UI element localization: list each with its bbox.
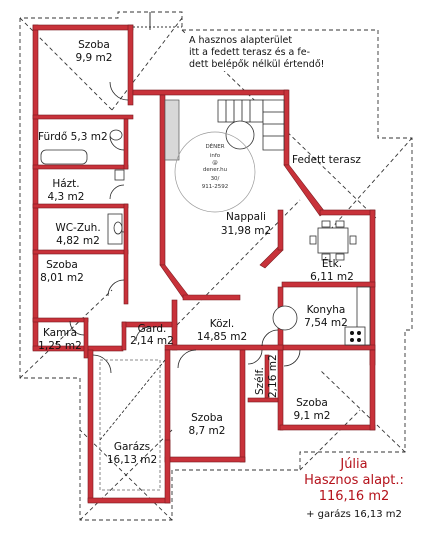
title-area: 116,16 m2 bbox=[319, 489, 390, 504]
room-garazs-name: Garázs bbox=[114, 441, 150, 453]
room-furdo-label: Fürdő 5,3 m2 bbox=[38, 131, 108, 143]
roof-outline bbox=[19, 11, 413, 521]
dining-table bbox=[309, 220, 357, 261]
bathroom-fixtures bbox=[40, 129, 125, 245]
svg-text:dett belépők nélkül értendő!: dett belépők nélkül értendő! bbox=[189, 59, 324, 70]
room-szoba3-area: 8,7 m2 bbox=[189, 425, 226, 437]
room-szoba2-area: 8,01 m2 bbox=[40, 272, 84, 284]
room-szoba4-area: 9,1 m2 bbox=[294, 410, 331, 422]
room-gard-name: Gard. bbox=[138, 323, 167, 335]
room-gard-area: 2,14 m2 bbox=[130, 335, 174, 347]
title-block: Júlia Hasznos alapt.: 116,16 m2 + garázs… bbox=[304, 457, 404, 520]
svg-text:info: info bbox=[210, 153, 221, 159]
svg-text:30/: 30/ bbox=[211, 176, 220, 182]
title-label: Hasznos alapt.: bbox=[304, 473, 404, 488]
title-garage-area: + garázs 16,13 m2 bbox=[306, 508, 402, 520]
room-szoba1-area: 9,9 m2 bbox=[76, 52, 113, 64]
room-szoba3-name: Szoba bbox=[191, 412, 223, 424]
kitchen-fixtures bbox=[272, 286, 371, 346]
room-kamra-name: Kamra bbox=[43, 327, 77, 339]
room-labels: Szoba 9,9 m2 Fürdő 5,3 m2 Házt. 4,3 m2 W… bbox=[38, 39, 361, 466]
svg-text:itt a fedett terasz és a fe-: itt a fedett terasz és a fe- bbox=[189, 47, 310, 58]
room-etk-name: Étk. bbox=[322, 257, 342, 270]
room-szoba1-name: Szoba bbox=[78, 39, 110, 51]
svg-text:911-2592: 911-2592 bbox=[202, 184, 228, 190]
room-kozl-name: Közl. bbox=[210, 318, 235, 330]
svg-text:@: @ bbox=[212, 160, 218, 166]
fireplace bbox=[225, 120, 255, 150]
svg-text:A hasznos alapterület: A hasznos alapterület bbox=[189, 35, 292, 46]
room-szoba2-name: Szoba bbox=[46, 259, 78, 271]
room-nappali-name: Nappali bbox=[226, 211, 266, 223]
bathtub-icon bbox=[40, 149, 88, 165]
room-wc-area: 4,82 m2 bbox=[56, 235, 100, 247]
room-garazs-area: 16,13 m2 bbox=[107, 454, 157, 466]
room-nappali-area: 31,98 m2 bbox=[221, 225, 271, 237]
svg-text:DÉNER: DÉNER bbox=[205, 142, 224, 150]
room-konyha-name: Konyha bbox=[307, 304, 346, 316]
staircase bbox=[217, 99, 285, 151]
room-hazt-area: 4,3 m2 bbox=[48, 191, 85, 203]
room-hazt-name: Házt. bbox=[52, 178, 79, 190]
car-outline bbox=[99, 359, 161, 491]
note: A hasznos alapterület itt a fedett teras… bbox=[186, 33, 336, 71]
room-szoba4-name: Szoba bbox=[296, 397, 328, 409]
room-szelf-name: Szélf. bbox=[254, 367, 266, 395]
room-etk-area: 6,11 m2 bbox=[310, 271, 354, 283]
room-kozl-area: 14,85 m2 bbox=[197, 331, 247, 343]
sink-icon bbox=[109, 129, 123, 141]
room-konyha-area: 7,54 m2 bbox=[304, 317, 348, 329]
room-kamra-area: 1,25 m2 bbox=[38, 340, 82, 352]
title-name: Júlia bbox=[339, 457, 367, 472]
toilet-icon bbox=[113, 221, 123, 235]
room-fedett-name: Fedett terasz bbox=[292, 154, 361, 166]
walls bbox=[32, 24, 376, 504]
room-szelf-area: 2,16 m2 bbox=[267, 354, 279, 398]
stamp-circle: DÉNER info @ dener.hu 30/ 911-2592 bbox=[174, 131, 256, 213]
washing-machine-icon bbox=[114, 169, 125, 181]
room-wc-name: WC-Zuh. bbox=[55, 222, 100, 234]
chimney bbox=[164, 99, 180, 161]
svg-text:dener.hu: dener.hu bbox=[203, 167, 227, 173]
